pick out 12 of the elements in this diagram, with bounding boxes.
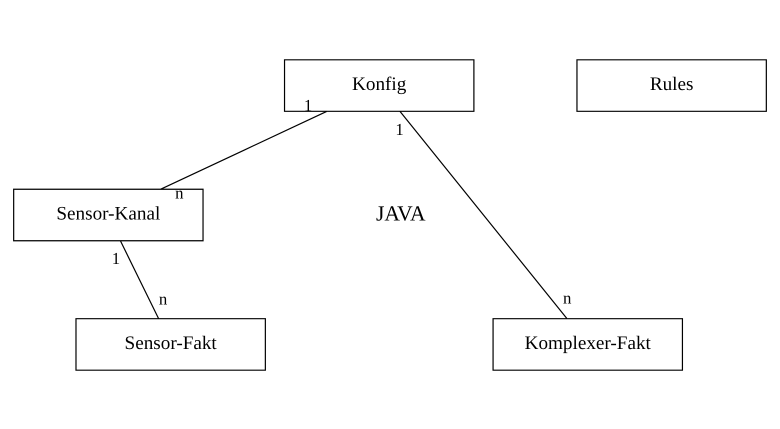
connector [160, 110, 327, 190]
label: n [562, 288, 572, 308]
label: JAVA [376, 200, 426, 225]
node-box: Rules [576, 58, 767, 112]
connector [400, 110, 568, 318]
node-box: Sensor-Fakt [75, 318, 266, 370]
label: 1 [304, 95, 312, 114]
label: 1 [395, 119, 404, 138]
connector [120, 240, 160, 318]
label: n [158, 288, 168, 308]
node-box: Komplexer-Fakt [492, 318, 684, 370]
label: 1 [112, 248, 120, 268]
